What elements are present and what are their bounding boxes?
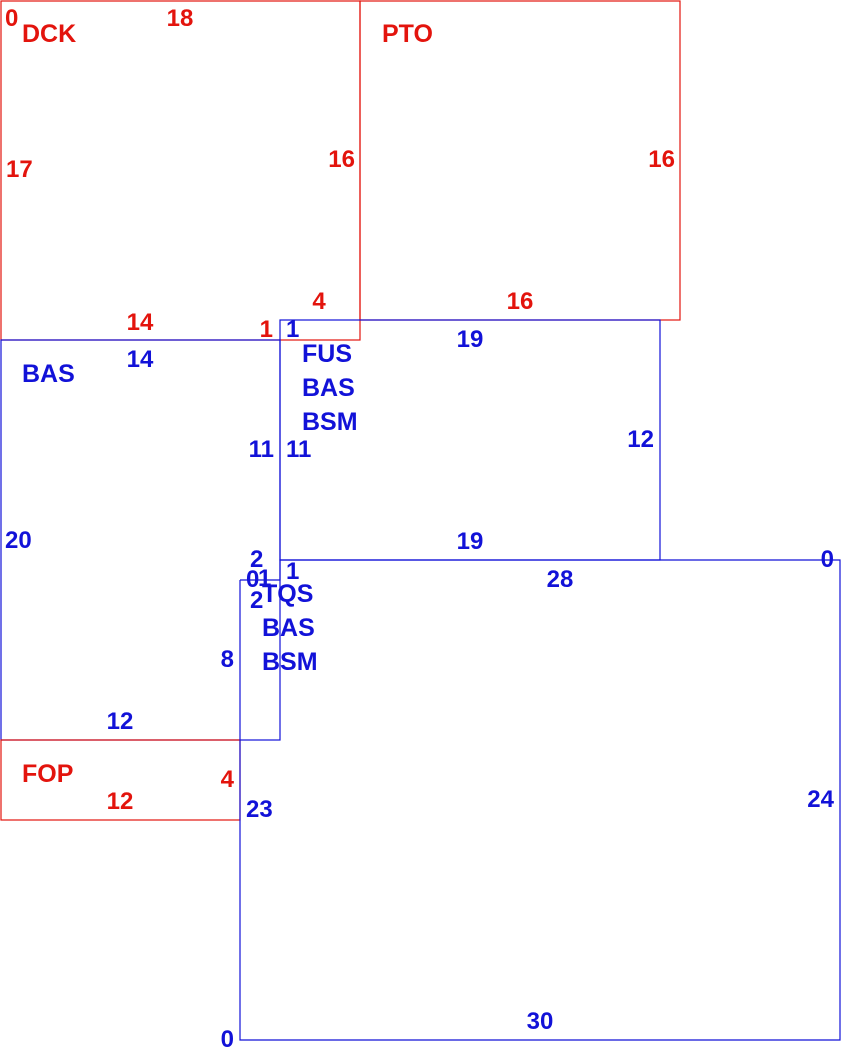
room-tqs-bottom-number: 30 bbox=[527, 1008, 554, 1035]
room-tqs-corner-a-number: 0 bbox=[246, 566, 259, 593]
room-tqs-left-number: 23 bbox=[246, 796, 273, 823]
room-tqs-top-number: 28 bbox=[547, 566, 574, 593]
room-pto-bottom-number: 16 bbox=[507, 288, 534, 315]
room-fus-corner-number: 1 bbox=[286, 316, 299, 343]
room-bas-outline bbox=[0, 339, 281, 741]
room-tqs-corner-b-number: 1 bbox=[258, 565, 271, 592]
room-fus: FUS BAS BSM 1 19 11 12 19 1 bbox=[279, 316, 661, 585]
room-pto-right-number: 16 bbox=[648, 146, 675, 173]
room-dck-outline bbox=[0, 0, 361, 341]
room-fus-bottom-corner-number: 1 bbox=[286, 558, 299, 585]
junction-number-red: 1 bbox=[260, 316, 273, 343]
room-fus-label-2: BAS bbox=[302, 374, 355, 402]
room-fus-bottom-number: 19 bbox=[457, 528, 484, 555]
room-bas-top-number: 14 bbox=[127, 346, 154, 373]
room-tqs: TQS BAS BSM 0 1 2 2 28 0 23 24 30 0 bbox=[221, 546, 841, 1050]
room-bas-right-lower-number: 8 bbox=[221, 646, 234, 673]
room-dck-right-number: 16 bbox=[328, 146, 355, 173]
room-pto-outline bbox=[359, 0, 681, 321]
room-fop: FOP 12 4 bbox=[0, 739, 241, 821]
room-tqs-top-corner-number: 0 bbox=[821, 546, 834, 573]
room-fop-label: FOP bbox=[22, 760, 73, 788]
room-fop-bottom-number: 12 bbox=[107, 788, 134, 815]
room-dck-label: DCK bbox=[22, 20, 76, 48]
room-fus-left-number: 11 bbox=[286, 436, 311, 463]
room-tqs-label-3: BSM bbox=[262, 648, 318, 676]
room-pto: PTO 16 16 4 bbox=[312, 0, 681, 321]
room-bas-right-number: 11 bbox=[249, 436, 274, 463]
room-pto-label: PTO bbox=[382, 20, 433, 48]
room-fus-label-1: FUS bbox=[302, 340, 352, 368]
room-tqs-corner-c-number: 2 bbox=[250, 546, 263, 573]
room-tqs-outline bbox=[239, 559, 841, 1041]
room-tqs-bottom-corner-number: 0 bbox=[221, 1026, 234, 1050]
room-bas-label: BAS bbox=[22, 360, 75, 388]
room-fus-top-number: 19 bbox=[457, 326, 484, 353]
room-bas-bottom-number: 12 bbox=[107, 708, 134, 735]
room-dck-corner-number: 0 bbox=[5, 5, 18, 32]
room-fus-right-number: 12 bbox=[627, 426, 654, 453]
room-tqs-right-number: 24 bbox=[807, 786, 834, 813]
room-dck-bottom-number: 14 bbox=[127, 309, 154, 336]
room-dck-top-number: 18 bbox=[167, 5, 194, 32]
room-dck-left-number: 17 bbox=[6, 156, 33, 183]
room-tqs-label-1: TQS bbox=[262, 580, 313, 608]
room-dck: DCK 0 18 17 16 14 bbox=[0, 0, 361, 341]
room-fop-right-number: 4 bbox=[221, 766, 235, 793]
room-bas-left-number: 20 bbox=[5, 527, 32, 554]
room-bas: BAS 14 20 11 12 8 bbox=[0, 339, 281, 741]
room-tqs-corner-d-number: 2 bbox=[250, 587, 263, 614]
room-fus-label-3: BSM bbox=[302, 408, 358, 436]
room-pto-bottom-left-number: 4 bbox=[312, 288, 326, 315]
room-tqs-label-2: BAS bbox=[262, 614, 315, 642]
